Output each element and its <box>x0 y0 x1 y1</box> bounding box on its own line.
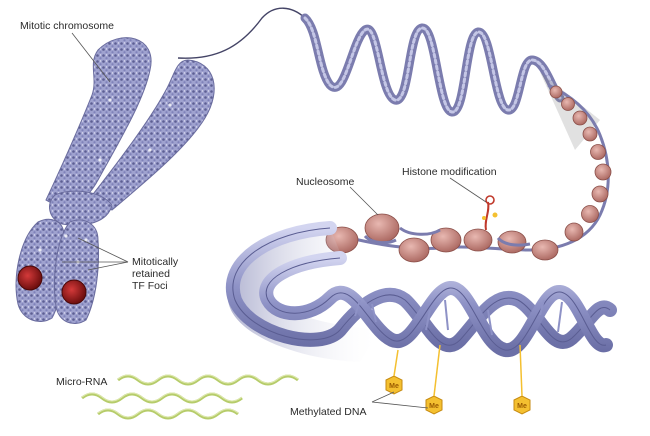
chromosome-centromere <box>49 190 113 226</box>
label-mitotic-chromosome: Mitotic chromosome <box>20 20 114 32</box>
micro-rna-highlights <box>81 374 299 418</box>
mitotic-chromosome <box>15 37 215 324</box>
label-tf-line-3: TF Foci <box>132 280 168 292</box>
label-tf-line-1: Mitotically <box>132 256 179 268</box>
methyl-marker-1: Me <box>385 375 403 395</box>
methyl-marker-2-text: Me <box>429 403 439 410</box>
nucleosome-fiber <box>349 83 610 252</box>
coiled-chromatin-fiber <box>300 13 565 117</box>
nucleosome-beads-upper <box>549 85 612 242</box>
methyl-marker-2: Me <box>425 395 443 415</box>
methyl-marker-3-text: Me <box>517 403 527 410</box>
label-histone-modification: Histone modification <box>402 166 497 178</box>
methyl-marker-3: Me <box>513 395 531 415</box>
methyl-marker-1-text: Me <box>389 383 399 390</box>
methyl-marker-stems <box>393 344 523 397</box>
label-micro-rna: Micro-RNA <box>56 376 108 388</box>
micro-rna-strands <box>81 374 299 420</box>
micro-rna-strand-3 <box>97 408 239 420</box>
label-methylated-dna: Methylated DNA <box>290 406 367 418</box>
dna-base-pairs <box>354 299 563 336</box>
nucleosome-beads-lower <box>325 213 559 263</box>
micro-rna-strand-1 <box>117 374 299 386</box>
histone-modification-marker <box>482 195 498 231</box>
chromosome-right-arm-upper <box>89 59 215 211</box>
dna-double-helix <box>226 221 617 362</box>
coiled-chromatin-texture <box>303 16 562 114</box>
label-mitotically-retained-tf-foci: Mitotically retained TF Foci <box>132 256 178 292</box>
chromosome-left-arm-lower <box>15 218 65 322</box>
chromosome-bright-spots <box>38 98 172 264</box>
chromatin-fiber-connector <box>177 7 306 59</box>
tf-foci-right <box>61 279 87 305</box>
label-tf-line-2: retained <box>132 268 170 280</box>
tf-foci-left <box>17 265 43 291</box>
micro-rna-strand-2 <box>81 392 243 404</box>
label-nucleosome: Nucleosome <box>296 176 355 188</box>
leader-lines <box>62 32 487 409</box>
